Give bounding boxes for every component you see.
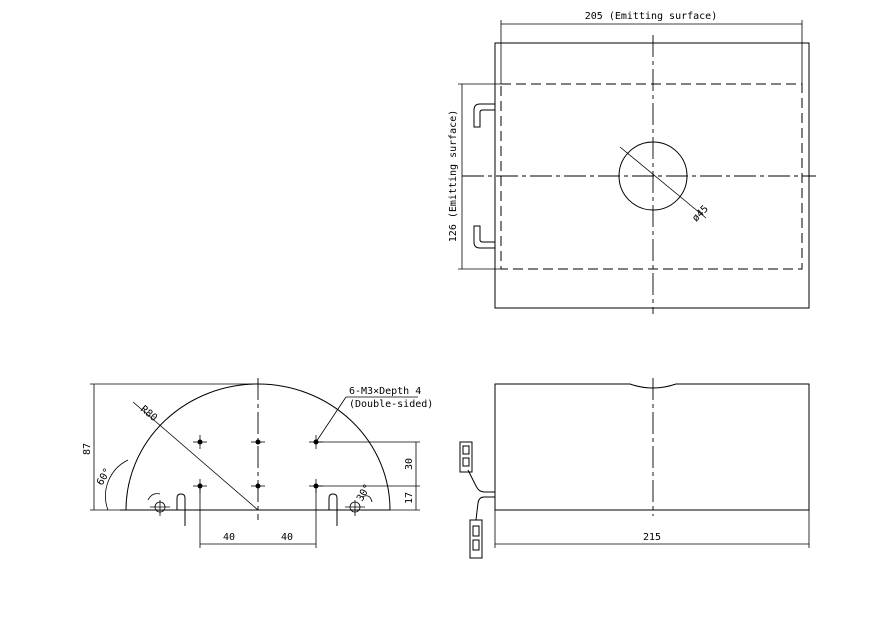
pivot-knob-right xyxy=(345,495,373,516)
spacing-right-label: 40 xyxy=(281,532,293,543)
screw-hole xyxy=(193,435,207,449)
height87-label: 87 xyxy=(82,443,93,455)
top-view: ø45 205 (Emitting surface) 126 (Emitting… xyxy=(448,11,816,314)
screw-hole xyxy=(251,439,265,445)
cable-assembly xyxy=(459,441,495,559)
spacing-left-label: 40 xyxy=(223,532,235,543)
side-view: 87 R80 60° 6-M3×Depth 4 (Double-sided) 3… xyxy=(82,378,433,548)
front-view: 215 xyxy=(459,378,810,559)
width-dim-label: 205 (Emitting surface) xyxy=(585,11,717,22)
angle-label-left: 60° xyxy=(95,466,114,487)
slot-right xyxy=(328,493,338,526)
center-hole xyxy=(618,141,688,211)
offset-lower-label: 17 xyxy=(404,492,415,504)
connector-lower xyxy=(469,519,483,559)
front-view-body xyxy=(494,383,810,511)
hole-leader-line xyxy=(619,146,707,219)
top-view-body-outline xyxy=(494,42,810,309)
screw-note: (Double-sided) xyxy=(349,399,433,410)
slot-left xyxy=(176,493,186,526)
angle-label-right: 30° xyxy=(355,482,374,503)
cable-hook-upper xyxy=(473,103,495,128)
emitting-surface-outline xyxy=(500,83,803,270)
radius-label: R80 xyxy=(138,404,159,424)
screw-label: 6-M3×Depth 4 xyxy=(349,386,421,397)
screw-hole xyxy=(251,483,265,489)
screw-note-leader xyxy=(315,396,347,443)
angle-arc-left xyxy=(105,459,129,511)
width215-label: 215 xyxy=(643,532,661,543)
cable-hook-lower xyxy=(473,225,495,249)
hole-diameter-label: ø45 xyxy=(690,204,711,225)
radius-leader xyxy=(132,401,259,511)
pivot-knob-left xyxy=(147,493,170,516)
offset-upper-label: 30 xyxy=(404,458,415,470)
height-dim-label: 126 (Emitting surface) xyxy=(448,110,459,242)
connector-upper xyxy=(459,441,473,473)
